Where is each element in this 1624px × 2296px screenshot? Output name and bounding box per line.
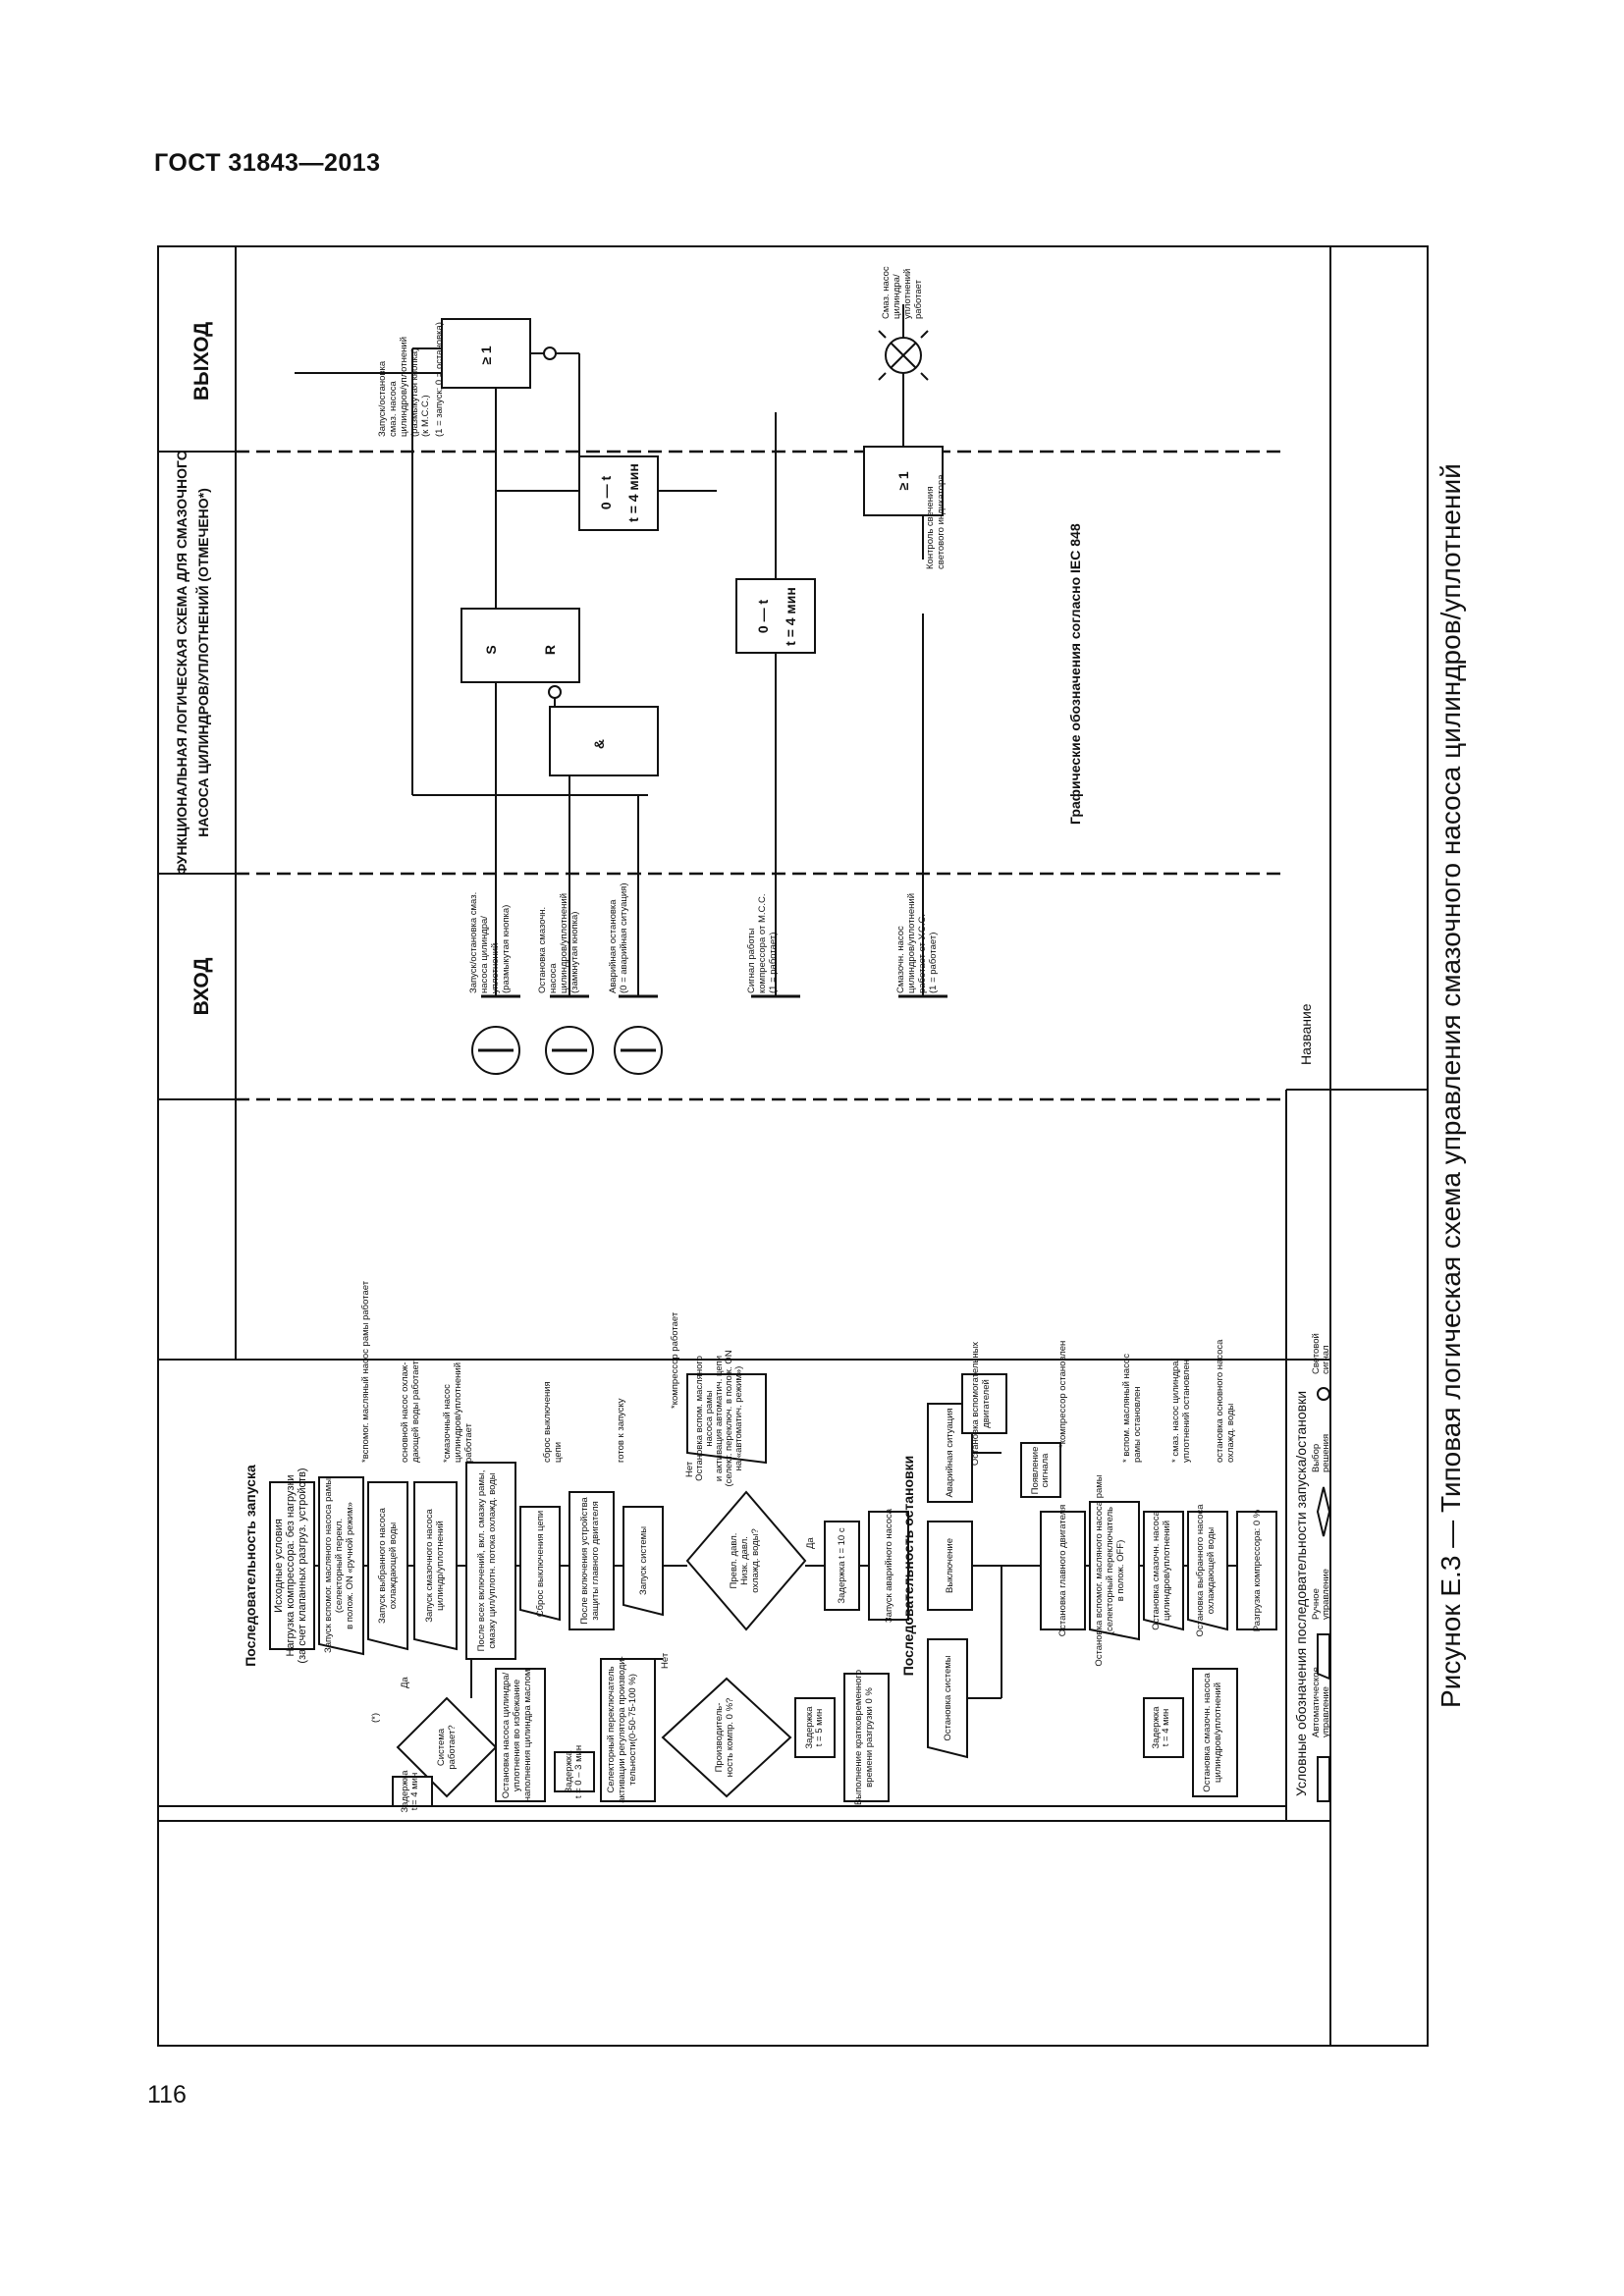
input-2: Остановка смазочн.насосацилиндров/уплотн… [537,893,594,1075]
svg-text:t = 4 мин: t = 4 мин [625,463,641,522]
and-gate [549,706,659,776]
svg-text:Остановка смазочн. насосацилин: Остановка смазочн. насосацилиндров/уплот… [1202,1673,1223,1792]
startup-sequence: Последовательность запуска Исходные усло… [243,1280,909,1813]
svg-text:основной насос охлаж-дающей во: основной насос охлаж-дающей воды работае… [400,1361,421,1463]
svg-text:Запуск смазочного насосацилинд: Запуск смазочного насосацилиндр/уплотнен… [424,1509,446,1623]
svg-text:Выполнение кратковременноговре: Выполнение кратковременноговремени разгр… [853,1670,875,1805]
svg-text:Условные обозначения последова: Условные обозначения последовательности … [1293,1391,1309,1796]
svg-text:Контроль свечениясветового инд: Контроль свечениясветового индикатора [925,474,947,569]
or-gate-b [863,446,944,516]
svg-text:≥ 1: ≥ 1 [895,471,911,491]
svg-text:t = 4 мин: t = 4 мин [783,587,798,646]
svg-text:Остановка насоса цилиндра/упло: Остановка насоса цилиндра/уплотнения во … [501,1670,533,1802]
svg-text:Нет: Нет [660,1652,671,1669]
svg-text:Остановка выбранного насосаохл: Остановка выбранного насосаохлаждающей в… [1195,1504,1217,1637]
input-4: Сигнал работыкомпрессора от М.С.С.(1 = р… [746,893,800,998]
sr-flipflop [460,608,580,683]
input-3: Аварийная остановка(0 = аварийная ситуац… [608,883,663,1075]
svg-text:Появлениесигнала: Появлениесигнала [1030,1447,1051,1495]
svg-text:Остановка смазочн.насосацилинд: Остановка смазочн.насосацилиндров/уплотн… [537,893,580,993]
svg-text:R: R [542,645,558,655]
svg-text:Селекторный переключательактив: Селекторный переключательактивации регул… [606,1656,638,1803]
svg-text:*смазочный насосцилиндров/упло: *смазочный насосцилиндров/уплотненийрабо… [442,1362,474,1463]
svg-text:Задержкаt = 4 мин: Задержкаt = 4 мин [400,1770,420,1813]
svg-text:Ручноеуправление: Ручноеуправление [1311,1569,1331,1620]
svg-text:Смаз. насосцилиндра/уплотнений: Смаз. насосцилиндра/уплотненийработает [881,266,924,319]
svg-text:Производитель-ность компр. 0 %: Производитель-ность компр. 0 %? [714,1698,735,1778]
svg-text:Остановка главного двигателя: Остановка главного двигателя [1057,1505,1068,1637]
svg-text:Автоматическоеуправление: Автоматическоеуправление [1311,1667,1331,1737]
svg-text:(1 = запуск; 0 = остановка): (1 = запуск; 0 = остановка) [434,322,445,437]
svg-text:Выборрешения: Выборрешения [1311,1434,1331,1472]
figure-frame [157,245,1429,2047]
svg-text:Превл. давл.Низк. давл.охлажд.: Превл. давл.Низк. давл.охлажд. воды? [729,1528,761,1593]
output-pump-label: Запуск/остановкасмаз. насосацилиндров/уп… [377,337,431,437]
svg-text:готов к запуску: готов к запуску [616,1398,626,1463]
svg-text:Запуск аварийного насоса: Запуск аварийного насоса [884,1508,894,1623]
svg-text:Сброс выключения цепи: Сброс выключения цепи [535,1511,546,1618]
svg-text:Остановка вспомог. масляного н: Остановка вспомог. масляного насоса рамы… [1094,1474,1126,1666]
output-header: ВЫХОД [190,322,213,400]
svg-text:Световойсигнал: Световойсигнал [1311,1333,1331,1374]
svg-text:Выключение: Выключение [945,1538,955,1593]
shutdown-sequence: Последовательность остановки Остановка с… [900,1339,1277,1797]
svg-text:Остановка вспом. масляногонасо: Остановка вспом. масляногонасоса рамыи а… [694,1350,744,1486]
name-label: Название [1298,1003,1314,1065]
svg-text:Аварийная ситуация: Аварийная ситуация [945,1408,955,1497]
svg-text:Запуск вспомог. масляного насо: Запуск вспомог. масляного насоса рамы(се… [323,1478,355,1653]
input-1: Запуск/остановка смаз.насоса цилиндра/уп… [468,892,520,1075]
figure-caption: Рисунок Е.3 — Типовая логическая схема у… [1435,463,1466,1708]
svg-text:Остановка смазочн. насосацилин: Остановка смазочн. насосацилиндров/уплот… [1151,1511,1172,1630]
svg-text:S: S [483,645,499,654]
or-gate-a [441,318,531,389]
svg-text:*компрессор остановлен: *компрессор остановлен [1057,1341,1068,1448]
svg-text:остановка основного насосаохла: остановка основного насосаохлажд. воды [1215,1339,1236,1463]
svg-text:* смаз. насос цилиндра/уплотне: * смаз. насос цилиндра/уплотнений остано… [1170,1359,1192,1463]
svg-text:Задержкаt = 5 мин: Задержкаt = 5 мин [804,1706,825,1749]
svg-text:(*): (*) [370,1713,381,1723]
svg-text:Запуск выбранного насосаохлажд: Запуск выбранного насосаохлаждающей воды [377,1507,399,1624]
svg-text:Задержкаt = 0 – 3 мин: Задержкаt = 0 – 3 мин [564,1745,584,1798]
timer-b [735,578,816,654]
document-header: ГОСТ 31843—2013 [154,149,381,177]
svg-text:Системаработает?: Системаработает? [436,1725,458,1769]
svg-text:*компрессор работает: *компрессор работает [670,1311,680,1409]
svg-text:Да: Да [400,1677,410,1688]
timer-a [578,455,659,531]
input-header: ВХОД [190,958,213,1016]
svg-text:Последовательность запуска: Последовательность запуска [243,1465,258,1667]
logic-diagram-figure: ВЫХОД ФУНКЦИОНАЛЬНАЯ ЛОГИЧЕСКАЯ СХЕМА ДЛ… [157,245,1429,2047]
graphic-symbols-note: Графические обозначения согласно IEC 848 [1067,523,1083,825]
svg-text:Да: Да [805,1537,816,1549]
svg-text:Исходные условияНагрузка компр: Исходные условияНагрузка компрессора: бе… [273,1468,308,1663]
svg-text:&: & [591,739,607,749]
svg-text:Задержкаt = 4 мин: Задержкаt = 4 мин [1151,1706,1171,1749]
logic-header-line1: ФУНКЦИОНАЛЬНАЯ ЛОГИЧЕСКАЯ СХЕМА ДЛЯ СМАЗ… [174,450,189,875]
svg-text:Разгрузка компрессора: 0 %: Разгрузка компрессора: 0 % [1252,1509,1263,1631]
svg-text:Сигнал работыкомпрессора от М.: Сигнал работыкомпрессора от М.С.С.(1 = р… [746,893,779,993]
svg-text:После всех включений, вкл. сма: После всех включений, вкл. смазку рамы,с… [476,1470,498,1652]
svg-text:Задержка t = 10 с: Задержка t = 10 с [837,1527,847,1603]
svg-text:0 — t: 0 — t [755,600,771,634]
svg-text:сброс выключенияцепи: сброс выключенияцепи [542,1381,564,1463]
svg-text:Запуск системы: Запуск системы [638,1526,649,1595]
input-5: Смазочн. насосцилиндров/уплотненийработа… [895,893,947,998]
svg-text:Аварийная остановка(0 = аварий: Аварийная остановка(0 = аварийная ситуац… [608,883,629,994]
svg-text:0 — t: 0 — t [598,476,614,510]
svg-text:Последовательность остановки: Последовательность остановки [900,1456,916,1677]
page-number: 116 [147,2081,187,2109]
svg-text:* вспом. масляный насосрамы ос: * вспом. масляный насосрамы остановлен [1121,1354,1143,1463]
logic-header-line2: НАСОСА ЦИЛИНДРОВ/УПЛОТНЕНИЙ (ОТМЕЧЕНО*) [194,488,211,837]
svg-text:Смазочн. насосцилиндров/уплотн: Смазочн. насосцилиндров/уплотненийработа… [895,893,939,993]
svg-text:Остановка системы: Остановка системы [943,1655,953,1740]
svg-text:Нет: Нет [684,1461,695,1477]
svg-text:Остановка вспомогательныхдвига: Остановка вспомогательныхдвигателей [970,1342,992,1467]
svg-text:≥ 1: ≥ 1 [478,346,494,365]
svg-text:*вспомог. масляный насос рамы: *вспомог. масляный насос рамы работает [360,1280,371,1463]
svg-text:Запуск/остановка смаз.насоса ц: Запуск/остановка смаз.насоса цилиндра/уп… [468,892,512,993]
lamp-icon [878,330,929,381]
svg-text:После включения устройствазащи: После включения устройствазащиты главног… [579,1496,601,1624]
legend: Условные обозначения последовательности … [1293,1333,1331,1802]
